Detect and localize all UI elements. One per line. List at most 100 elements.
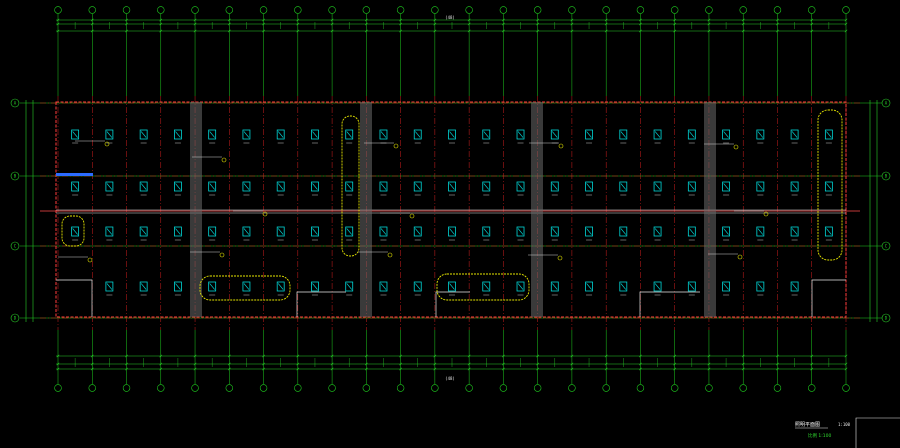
room-partition-mid-left <box>296 291 346 317</box>
equipment-symbol-icon <box>687 226 696 237</box>
leader-marker-icon <box>262 211 268 217</box>
axis-bubble-icon <box>842 6 850 14</box>
equipment-symbol-icon <box>550 226 559 237</box>
right-axis-label-a: A <box>885 101 888 106</box>
equipment-symbol-icon <box>482 181 491 192</box>
axis-bubble-icon <box>602 6 610 14</box>
equipment-symbol-stroke <box>552 228 558 235</box>
leader-marker-icon <box>87 257 93 263</box>
leader-marker-icon <box>409 213 415 219</box>
equipment-symbol-stroke <box>483 283 489 290</box>
axis-bubble-icon <box>294 6 302 14</box>
axis-bubble-icon <box>10 313 20 323</box>
equipment-symbol-stroke <box>140 131 147 138</box>
equipment-symbol-stroke <box>449 283 455 290</box>
axis-bubble-icon <box>88 6 96 14</box>
blue-wall-segment <box>56 173 93 176</box>
equipment-symbol-icon <box>276 281 285 292</box>
equipment-symbol-stroke <box>723 228 729 235</box>
equipment-symbol-stroke <box>826 228 832 235</box>
equipment-symbol-stroke <box>620 283 627 290</box>
equipment-symbol-icon <box>756 181 765 192</box>
axis-bubble-icon <box>881 313 891 323</box>
equipment-symbol-stroke <box>175 283 181 290</box>
equipment-symbol-icon <box>71 129 80 140</box>
top-dimension-band: (48) <box>56 15 846 32</box>
structural-strips <box>190 102 716 317</box>
axis-bubble-icon <box>396 6 405 14</box>
axis-bubble-icon <box>191 6 199 14</box>
equipment-symbol-icon <box>139 281 148 292</box>
equipment-symbol-icon <box>448 281 456 292</box>
axis-bubble-icon <box>157 6 165 14</box>
axis-bubble-icon <box>122 6 131 14</box>
equipment-symbol-icon <box>585 129 593 140</box>
equipment-symbol-icon <box>756 281 765 292</box>
equipment-symbol-stroke <box>346 283 352 290</box>
equipment-symbol-stroke <box>243 131 250 138</box>
equipment-symbol-icon <box>653 181 662 192</box>
equipment-symbol-icon <box>619 129 628 140</box>
axis-bubble-icon <box>842 384 850 392</box>
equipment-symbol-stroke <box>346 131 352 138</box>
equipment-symbol-icon <box>413 281 422 292</box>
axis-bubble-icon <box>10 241 20 251</box>
equipment-symbol-icon <box>824 129 833 140</box>
equipment-symbol-icon <box>619 281 628 292</box>
equipment-symbol-stroke <box>277 283 284 290</box>
equipment-symbol-icon <box>722 226 730 237</box>
leader-marker-icon <box>557 255 563 261</box>
equipment-symbol-stroke <box>586 183 592 190</box>
column-strip-1 <box>190 102 202 317</box>
equipment-symbol-stroke <box>654 283 661 290</box>
equipment-symbol-icon <box>550 181 559 192</box>
axis-bubble-icon <box>773 6 782 14</box>
equipment-symbol-icon <box>482 226 491 237</box>
right-axis-label-c: C <box>885 244 888 249</box>
column-strip-4 <box>704 102 716 317</box>
bottom-dimension-band: (48) <box>56 355 846 381</box>
leader-marker-icon <box>737 254 743 260</box>
equipment-symbol-icon <box>619 181 628 192</box>
title-block-subtitle: 比例 1:100 <box>808 432 832 439</box>
equipment-symbol-stroke <box>106 283 113 290</box>
left-axis-label-c: C <box>14 244 17 249</box>
equipment-symbol-icon <box>311 181 319 192</box>
equipment-symbol-icon <box>687 281 696 292</box>
equipment-symbol-icon <box>174 129 182 140</box>
axis-bubble-icon <box>225 384 234 392</box>
equipment-symbol-icon <box>242 281 251 292</box>
axis-bubble-icon <box>54 384 62 392</box>
equipment-symbol-stroke <box>517 228 524 235</box>
axis-bubble-icon <box>705 6 713 14</box>
equipment-symbol-stroke <box>243 183 250 190</box>
equipment-symbol-icon <box>653 281 662 292</box>
equipment-symbol-stroke <box>243 228 250 235</box>
axis-bubble-icon <box>191 384 199 392</box>
equipment-symbol-stroke <box>106 183 113 190</box>
revision-cloud-icon <box>199 275 291 301</box>
equipment-symbol-icon <box>516 181 525 192</box>
equipment-symbol-icon <box>105 129 114 140</box>
axis-bubble-icon <box>259 6 268 14</box>
equipment-symbol-icon <box>413 226 422 237</box>
equipment-symbol-stroke <box>415 283 421 290</box>
equipment-symbol-icon <box>619 226 628 237</box>
equipment-symbol-icon <box>550 281 559 292</box>
equipment-symbol-stroke <box>72 131 78 138</box>
equipment-symbol-icon <box>276 129 285 140</box>
equipment-symbol-icon <box>687 181 696 192</box>
axis-bubble-icon <box>157 384 165 392</box>
revision-cloud-icon <box>61 215 85 247</box>
equipment-symbol-stroke <box>72 228 78 235</box>
equipment-symbol-stroke <box>72 183 78 190</box>
equipment-symbol-icon <box>311 129 319 140</box>
leader-marker-icon <box>387 252 393 258</box>
equipment-symbol-stroke <box>826 183 832 190</box>
equipment-symbol-stroke <box>106 131 113 138</box>
equipment-symbol-icon <box>516 226 525 237</box>
equipment-symbol-icon <box>242 129 251 140</box>
axis-bubble-icon <box>670 384 679 392</box>
equipment-symbol-stroke <box>689 283 695 290</box>
equipment-symbol-icon <box>345 181 354 192</box>
